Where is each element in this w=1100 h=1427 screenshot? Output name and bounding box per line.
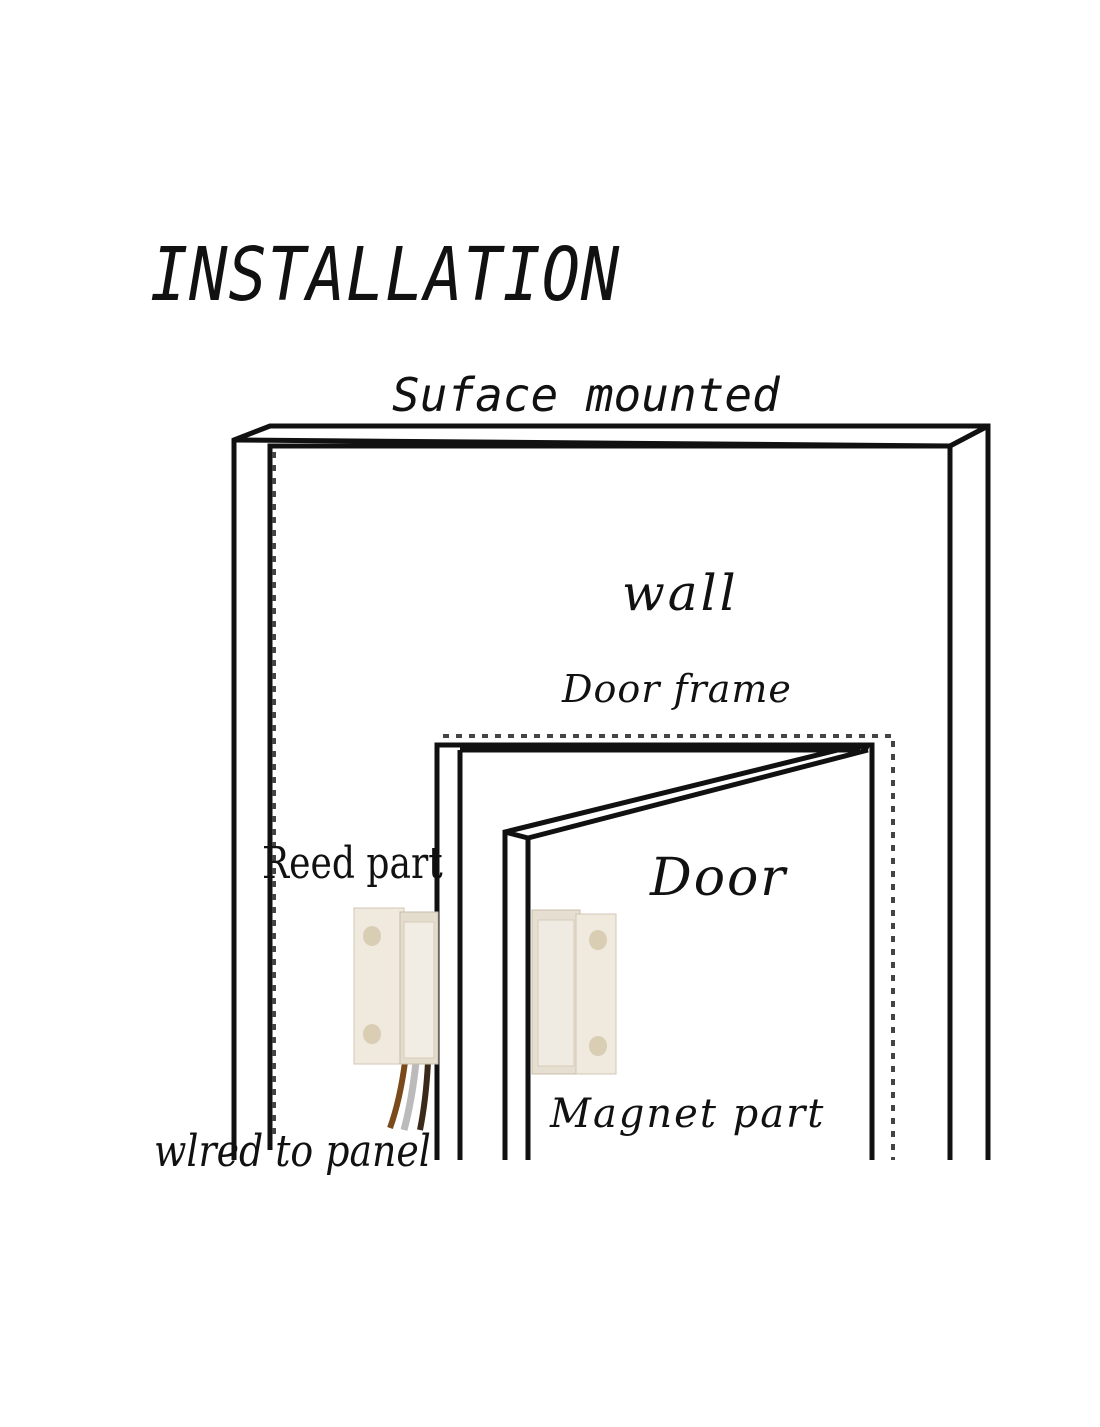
page-title: INSTALLATION (150, 232, 621, 318)
magnet-screw-hole-top (589, 930, 607, 950)
door-leaf-top-edge (504, 829, 529, 841)
reed-screw-hole-top (363, 926, 381, 946)
wall-frame-outer (231, 423, 991, 1160)
reed-sensor (353, 907, 439, 1131)
wall-frame-inner (267, 443, 953, 1160)
door-frame-label: Door frame (562, 667, 792, 711)
reed-wire-brown (387, 1061, 408, 1130)
wall-label: wall (622, 564, 739, 622)
magnet-screw-hole-bottom (589, 1036, 607, 1056)
reed-wire-white (400, 1061, 420, 1131)
door-label: Door (650, 848, 788, 908)
wall-frame (231, 423, 991, 1160)
magnet-part-label: Magnet part (550, 1091, 826, 1137)
reed-sensor-ridge (403, 921, 435, 1059)
magnet-sensor-ridge (537, 919, 575, 1067)
door-leaf (502, 742, 870, 1160)
magnet-sensor (531, 909, 617, 1075)
page-subtitle: Suface mounted (392, 368, 780, 422)
door-leaf-outer (502, 742, 870, 1160)
reed-wire-dark (417, 1061, 431, 1131)
wall-frame-top-edge (233, 437, 951, 449)
reed-part-label: Reed part (262, 838, 443, 889)
wall-frame-corner (948, 423, 990, 449)
door-frame-dotted (443, 734, 895, 1160)
wired-to-panel-label: wlred to panel (154, 1126, 431, 1177)
reed-screw-hole-bottom (363, 1024, 381, 1044)
